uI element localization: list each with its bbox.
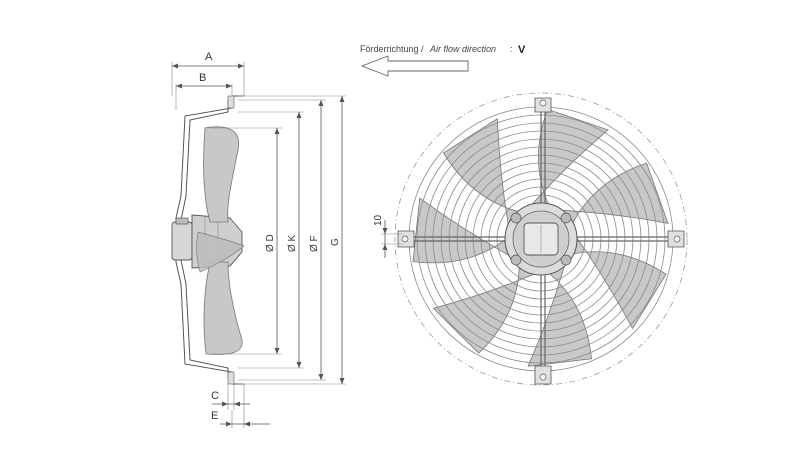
side-blade-mid xyxy=(196,231,245,273)
dim-label-a: A xyxy=(205,51,213,63)
fan-blade xyxy=(561,162,669,224)
airflow-separator: : xyxy=(510,44,513,54)
front-mounting-lugs xyxy=(397,97,685,385)
dim-label-c: C xyxy=(211,390,219,402)
dim-label-e: E xyxy=(211,410,218,422)
fan-blade xyxy=(442,117,519,226)
dim-label-g: G xyxy=(330,238,341,246)
dim-label-f: Ø F xyxy=(309,235,320,252)
fan-blade xyxy=(412,197,510,264)
front-view xyxy=(394,92,688,386)
fan-blade xyxy=(527,265,592,367)
side-blade-bottom xyxy=(203,261,243,355)
fan-blade xyxy=(573,237,667,330)
airflow-header: Förderrichtung / Air flow direction : V xyxy=(360,44,526,77)
airflow-arrow-icon xyxy=(360,55,469,77)
dim-label-k: Ø K xyxy=(287,234,298,252)
airflow-label-de: Förderrichtung / xyxy=(360,44,424,54)
airflow-label-en: Air flow direction xyxy=(429,44,496,54)
fan-blade xyxy=(531,108,609,205)
front-hub xyxy=(504,202,578,276)
front-dimension-hole: 10 xyxy=(373,214,402,258)
front-bolt-circle xyxy=(394,92,688,386)
side-dimensions: A B Ø D Ø K Ø F G xyxy=(171,51,346,428)
side-blade-top xyxy=(203,126,240,223)
airflow-label-v: V xyxy=(518,44,526,56)
front-blades xyxy=(412,108,669,367)
dim-label-hole: 10 xyxy=(373,214,384,226)
dim-label-b: B xyxy=(199,72,206,84)
side-view xyxy=(171,95,245,385)
dim-label-d: Ø D xyxy=(265,234,276,252)
